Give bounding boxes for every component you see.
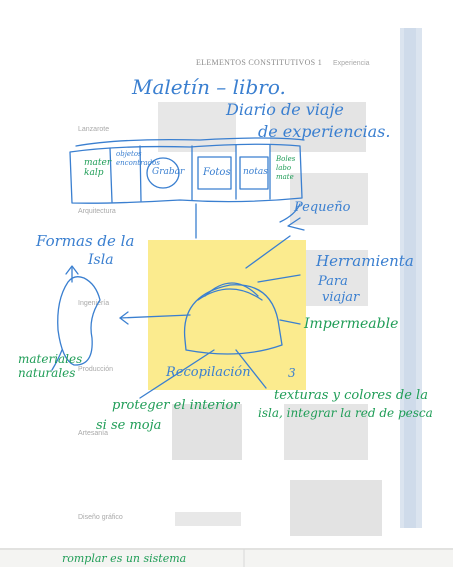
label-recopilacion: Recopilación xyxy=(166,365,251,380)
label-formas: Formas de la xyxy=(36,232,134,250)
compartment-materiales: mater kalp xyxy=(84,158,111,178)
label-number: 3 xyxy=(288,366,296,380)
compartment-objetos: objetos encontrados xyxy=(116,150,160,168)
label-isla-integrar: isla, integrar la red de pesca xyxy=(258,406,433,420)
label-impermeable: Impermeable xyxy=(304,316,398,332)
label-pequeno: Pequeño xyxy=(294,200,350,215)
label-herramienta: Herramienta xyxy=(316,252,414,270)
label-materiales: materiales naturales xyxy=(18,352,82,380)
title-line-1: Maletín – libro. xyxy=(132,75,286,99)
label-viajar: viajar xyxy=(322,290,359,305)
compartment-notas: notas xyxy=(243,167,268,177)
label-para: Para xyxy=(318,274,348,289)
label-proteger: proteger el interior xyxy=(112,398,240,413)
bag-drawing xyxy=(185,285,282,354)
compartment-boles: Boles labo mate xyxy=(276,155,295,182)
title-line-2: Diario de viaje xyxy=(226,100,344,119)
compartment-fotos: Fotos xyxy=(203,167,231,178)
label-texturas: texturas y colores de la xyxy=(274,388,428,403)
title-line-3: de experiencias. xyxy=(258,122,390,141)
compartment-grabar: Grabar xyxy=(152,167,184,177)
label-isla: Isla xyxy=(88,252,114,268)
label-mojar: si se moja xyxy=(96,418,161,433)
bottom-note: romplar es un sistema xyxy=(62,552,186,565)
